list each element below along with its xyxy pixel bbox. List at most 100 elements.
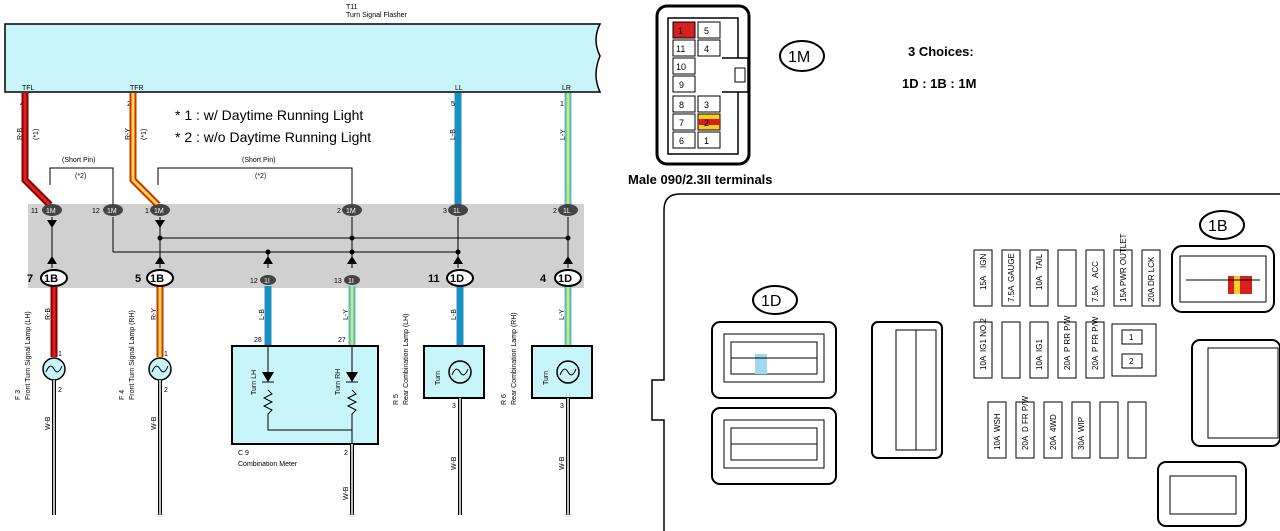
svg-text:IG1 NO.2: IG1 NO.2 — [979, 318, 988, 352]
svg-text:1L: 1L — [453, 208, 461, 215]
connector-1d-lower — [711, 407, 837, 485]
svg-text:L-B: L-B — [259, 309, 266, 320]
svg-text:Front Turn Signal Lamp (RH): Front Turn Signal Lamp (RH) — [129, 310, 136, 400]
short-pin-1: (Short Pin) — [62, 157, 95, 164]
pin-1: 1 — [560, 101, 564, 108]
svg-text:1: 1 — [678, 26, 683, 36]
svg-text:13: 13 — [334, 278, 342, 285]
svg-text:R 6: R 6 — [501, 394, 508, 405]
upper-connectors: 1M 11 1M 12 1M 1 1M 2 1L 3 1L 2 — [31, 204, 578, 216]
svg-text:W-B: W-B — [559, 456, 566, 470]
svg-text:R-B: R-B — [45, 308, 52, 320]
label-ry-note: (*1) — [141, 129, 148, 140]
note-1: * 1 : w/ Daytime Running Light — [175, 107, 363, 123]
svg-text:W-B: W-B — [343, 486, 350, 500]
svg-text:9: 9 — [679, 80, 684, 90]
svg-text:20A: 20A — [1147, 287, 1156, 302]
svg-text:1I: 1I — [264, 278, 270, 285]
svg-text:Front Turn Signal Lamp (LH): Front Turn Signal Lamp (LH) — [25, 311, 32, 400]
svg-text:D FR P/W: D FR P/W — [1021, 396, 1030, 432]
svg-text:TAIL: TAIL — [1035, 253, 1044, 270]
svg-text:1M: 1M — [107, 208, 117, 215]
wire-ry — [129, 93, 161, 208]
svg-text:15A: 15A — [1119, 287, 1128, 302]
svg-text:1M: 1M — [46, 208, 56, 215]
svg-text:12: 12 — [92, 208, 100, 215]
svg-text:1D: 1D — [450, 273, 464, 285]
svg-text:F 3: F 3 — [15, 390, 22, 400]
pin-5: 5 — [451, 101, 455, 108]
note-2: * 2 : w/o Daytime Running Light — [175, 129, 371, 145]
connector-middle — [871, 321, 943, 459]
pin-2: 2 — [127, 101, 131, 108]
svg-text:W-B: W-B — [451, 456, 458, 470]
svg-text:2: 2 — [337, 208, 341, 215]
svg-text:30A: 30A — [1077, 435, 1086, 450]
connector-right-mid — [1191, 339, 1280, 447]
lamp-r6: Turn 3 R 6 Rear Combination Lamp (RH) W-… — [501, 312, 593, 515]
svg-text:1: 1 — [164, 351, 168, 358]
fuses-top: 15A IGN 7.5A GAUGE 10A TAIL 7.5A ACC 15A… — [973, 233, 1161, 307]
svg-text:2: 2 — [553, 208, 557, 215]
svg-text:7.5A: 7.5A — [1091, 285, 1100, 302]
svg-text:1: 1 — [1129, 333, 1134, 342]
svg-text:7.5A: 7.5A — [1007, 285, 1016, 302]
flasher-pin-tfl: TFL — [22, 85, 35, 92]
svg-text:P RR P/W: P RR P/W — [1063, 315, 1072, 352]
flasher-pin-ll: LL — [455, 85, 463, 92]
svg-text:20A: 20A — [1091, 355, 1100, 370]
svg-text:C 9: C 9 — [238, 450, 249, 457]
svg-text:L-B: L-B — [451, 309, 458, 320]
fuses-bottom: 10A WSH 20A D FR P/W 20A 4WD 30A WIP — [987, 396, 1147, 459]
svg-text:15A: 15A — [979, 275, 988, 290]
label-rb: R-B — [17, 128, 24, 140]
flasher-box — [4, 23, 602, 93]
connector-1m-label: 1M — [788, 49, 810, 66]
svg-text:7: 7 — [27, 273, 33, 285]
svg-text:R 5: R 5 — [393, 394, 400, 405]
svg-text:1M: 1M — [154, 208, 164, 215]
svg-text:1I: 1I — [348, 278, 354, 285]
label-lb: L-B — [450, 129, 457, 140]
flasher-name: Turn Signal Flasher — [346, 12, 407, 19]
flasher-code: T11 — [346, 4, 358, 11]
svg-text:P FR P/W: P FR P/W — [1091, 316, 1100, 352]
svg-text:20A: 20A — [1049, 435, 1058, 450]
svg-text:Turn: Turn — [435, 371, 442, 385]
svg-text:F 4: F 4 — [119, 390, 126, 400]
svg-text:3: 3 — [560, 403, 564, 410]
svg-text:11: 11 — [676, 44, 685, 54]
svg-text:10: 10 — [676, 62, 686, 72]
svg-text:R-Y: R-Y — [151, 308, 158, 320]
svg-text:4: 4 — [704, 44, 709, 54]
svg-text:ACC: ACC — [1091, 261, 1100, 278]
svg-text:W-B: W-B — [45, 416, 52, 430]
short-pin-1-note: (*2) — [75, 173, 86, 180]
svg-text:12: 12 — [250, 278, 258, 285]
label-ry: R-Y — [125, 128, 132, 140]
fuse-box-outline — [651, 193, 1280, 531]
svg-text:20A: 20A — [1021, 435, 1030, 450]
svg-text:IGN: IGN — [979, 254, 988, 268]
svg-text:1: 1 — [704, 136, 709, 146]
terminals-label: Male 090/2.3II terminals — [628, 172, 773, 187]
svg-text:IG1: IG1 — [1035, 339, 1044, 352]
junction-band — [28, 204, 584, 288]
connector-1m-drawing: 1 5 11 4 10 9 8 3 7 2 6 1 — [655, 4, 751, 166]
choices-title: 3 Choices: — [908, 44, 974, 59]
lamp-f4: 1 2 F 4 Front Turn Signal Lamp (RH) W-B — [119, 310, 172, 515]
svg-text:1: 1 — [58, 351, 62, 358]
fuses-mid: 10A IG1 NO.2 10A IG1 20A P RR P/W 20A P … — [973, 315, 1157, 379]
svg-text:4: 4 — [540, 273, 547, 285]
svg-text:2: 2 — [344, 450, 348, 457]
svg-text:PWR OUTLET: PWR OUTLET — [1119, 233, 1128, 286]
svg-text:3: 3 — [704, 100, 709, 110]
svg-text:DR LCK: DR LCK — [1147, 256, 1156, 286]
svg-text:Rear Combination Lamp (RH): Rear Combination Lamp (RH) — [511, 312, 518, 405]
connector-1b-drawing — [1171, 245, 1275, 313]
svg-text:1B: 1B — [150, 273, 164, 285]
svg-text:10A: 10A — [993, 435, 1002, 450]
lamp-f3: 1 2 F 3 Front Turn Signal Lamp (LH) W-B — [15, 311, 66, 515]
svg-text:27: 27 — [338, 337, 346, 344]
